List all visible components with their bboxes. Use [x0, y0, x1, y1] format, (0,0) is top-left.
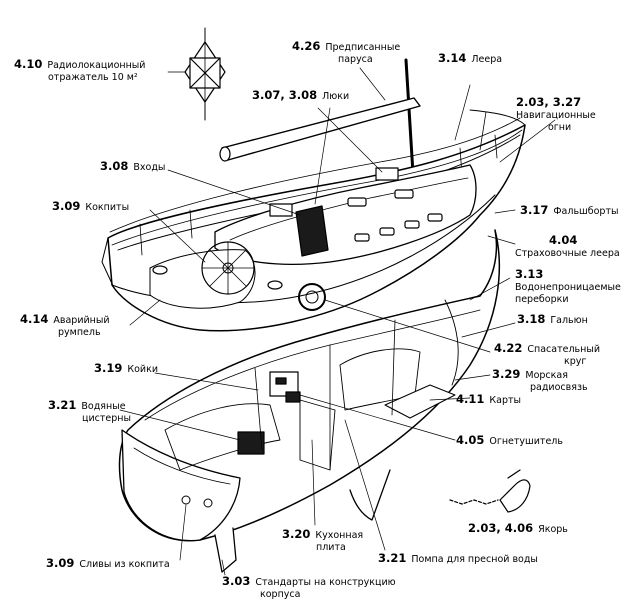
- deck-illustration: [101, 109, 526, 332]
- anchor-illustration: [449, 469, 531, 513]
- radar-reflector-illustration: [184, 27, 226, 121]
- label-watertight-bulkheads: 3.13 Водонепроницаемые переборки: [515, 267, 621, 305]
- boom-illustration: [219, 97, 421, 162]
- label-jacklines: 4.04 Страховочные леера: [515, 233, 620, 259]
- label-navigation-lights: 2.03, 3.27 Навигационные огни: [516, 95, 596, 133]
- leader-lines: [119, 67, 556, 576]
- hull-illustration: [118, 229, 501, 573]
